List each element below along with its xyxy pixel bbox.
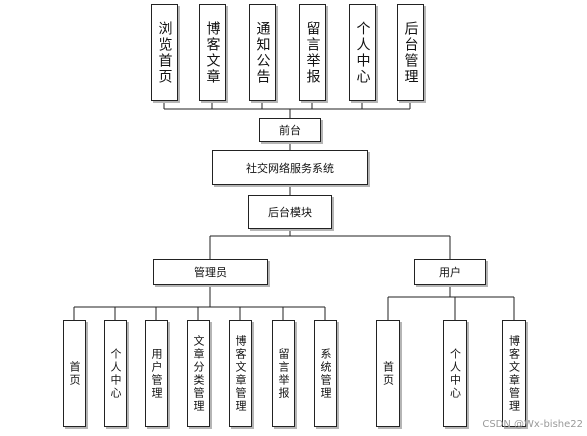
module-label: 浏览首页 [156,20,173,85]
backend-node: 后台模块 [248,195,332,229]
module-notices: 通知公告 [249,4,276,101]
module-blog-articles: 博客文章 [199,4,226,101]
module-message-report: 留言举报 [299,4,326,101]
user-module-label: 个人中心 [448,347,462,400]
backend-label: 后台模块 [268,206,312,219]
admin-module-blog-management: 博客文章管理 [229,320,252,427]
admin-module-home: 首页 [63,320,86,427]
admin-node: 管理员 [153,259,268,285]
admin-module-category-management: 文章分类管理 [187,320,210,427]
user-node: 用户 [414,259,486,285]
admin-module-label: 个人中心 [109,347,122,400]
module-label: 后台管理 [402,20,419,85]
system-node: 社交网络服务系统 [212,150,368,185]
user-module-home: 首页 [376,320,400,427]
front-label: 前台 [279,124,301,137]
admin-module-label: 博客文章管理 [234,334,247,413]
user-module-personal-center: 个人中心 [443,320,467,427]
admin-label: 管理员 [194,266,227,279]
user-module-label: 首页 [381,360,395,387]
admin-module-label: 留言举报 [277,347,290,400]
admin-module-user-management: 用户管理 [145,320,168,427]
admin-module-message-report: 留言举报 [272,320,295,427]
front-node: 前台 [259,118,321,142]
admin-module-label: 首页 [68,360,81,387]
module-label: 个人中心 [354,20,371,85]
admin-module-label: 文章分类管理 [192,334,205,413]
admin-module-label: 用户管理 [150,347,163,400]
user-module-blog-management: 博客文章管理 [502,320,526,427]
module-browse-home: 浏览首页 [151,4,178,101]
module-admin-panel: 后台管理 [397,4,424,101]
user-label: 用户 [439,266,461,279]
system-label: 社交网络服务系统 [246,161,334,175]
admin-module-label: 系统管理 [319,347,332,400]
module-label: 留言举报 [304,20,321,85]
module-label: 通知公告 [254,20,271,85]
watermark: CSDN @Wx-bishe22 [482,419,583,430]
user-module-label: 博客文章管理 [507,334,521,413]
module-personal-center: 个人中心 [349,4,376,101]
module-label: 博客文章 [204,20,221,85]
admin-module-system-management: 系统管理 [314,320,337,427]
admin-module-personal-center: 个人中心 [104,320,127,427]
